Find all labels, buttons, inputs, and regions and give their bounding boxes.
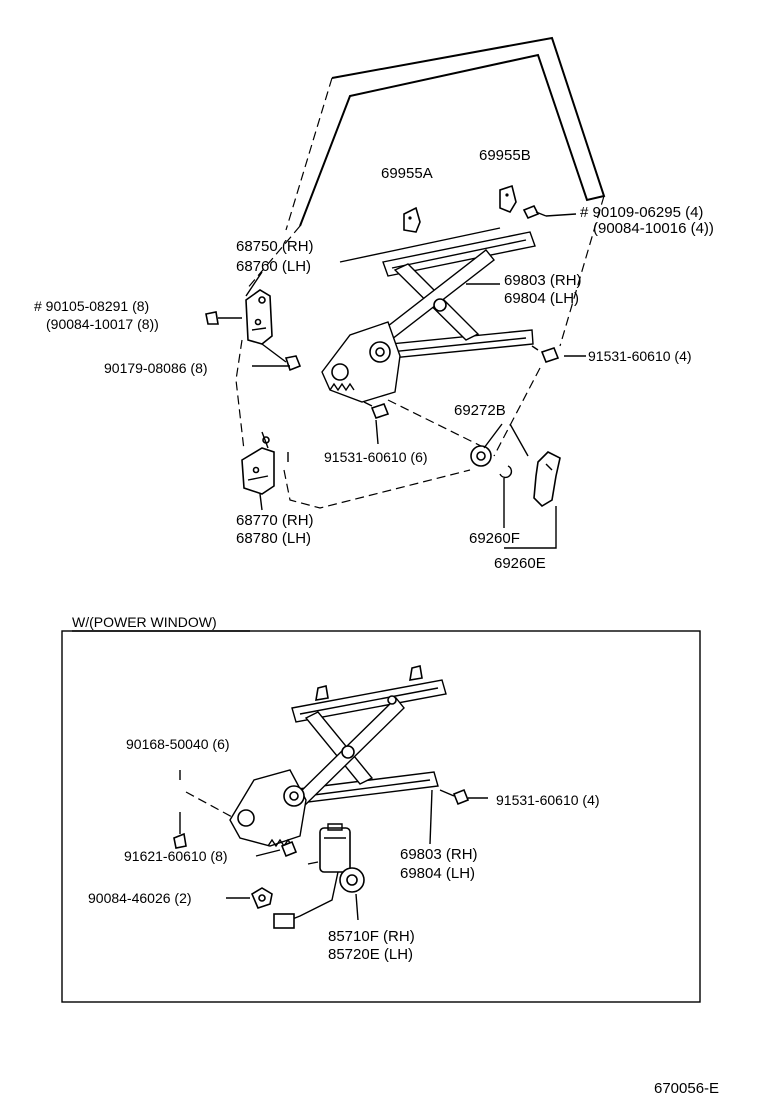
label-90084-46026: 90084-46026 (2) bbox=[88, 890, 192, 906]
screw-90168 bbox=[173, 812, 187, 849]
label-69803: 69803 (RH) bbox=[504, 272, 582, 289]
label-90168: 90168-50040 (6) bbox=[126, 736, 230, 752]
label-68760: 68760 (LH) bbox=[236, 258, 311, 275]
label-69804: 69804 (LH) bbox=[504, 290, 579, 307]
label-91531-power: 91531-60610 (4) bbox=[496, 792, 600, 808]
power-regulator-assembly bbox=[229, 665, 447, 848]
bolt-91531-power bbox=[439, 788, 470, 806]
glass-channel-bracket-a bbox=[403, 206, 421, 233]
label-91621: 91621-60610 (8) bbox=[124, 848, 228, 864]
run-channel-lower-bracket bbox=[241, 431, 275, 495]
label-69955A: 69955A bbox=[381, 165, 433, 182]
label-90109: # 90109-06295 (4) bbox=[580, 204, 703, 221]
label-85720E: 85720E (LH) bbox=[328, 946, 413, 963]
label-90105: # 90105-08291 (8) bbox=[34, 298, 149, 314]
diagram-code: 670056-E bbox=[654, 1080, 719, 1097]
power-guide-lines bbox=[179, 770, 488, 921]
window-regulator-handle bbox=[533, 451, 561, 508]
bolt-91621 bbox=[280, 840, 298, 858]
regulator-handle-plate bbox=[470, 445, 492, 467]
label-68780: 68780 (LH) bbox=[236, 530, 311, 547]
label-90084-10017: (90084-10017 (8)) bbox=[46, 316, 159, 332]
bolt-91531-upper bbox=[363, 401, 390, 419]
upper-part-labels: 69955A 69955B # 90109-06295 (4) (90084-1… bbox=[34, 147, 714, 572]
label-85710F: 85710F (RH) bbox=[328, 928, 415, 945]
label-68750: 68750 (RH) bbox=[236, 238, 314, 255]
window-regulator-assembly bbox=[321, 231, 536, 403]
label-69803-power: 69803 (RH) bbox=[400, 846, 478, 863]
power-window-box bbox=[61, 630, 701, 1003]
label-69260E: 69260E bbox=[494, 555, 546, 572]
bolt-90109 bbox=[522, 204, 577, 220]
label-91531-4: 91531-60610 (4) bbox=[588, 348, 692, 364]
label-90179: 90179-08086 (8) bbox=[104, 360, 208, 376]
label-90084-10016: (90084-10016 (4)) bbox=[593, 220, 714, 237]
label-68770: 68770 (RH) bbox=[236, 512, 314, 529]
label-91531-6: 91531-60610 (6) bbox=[324, 449, 428, 465]
power-window-motor bbox=[273, 823, 365, 929]
label-69260F: 69260F bbox=[469, 530, 520, 547]
bolt-91531-right bbox=[531, 345, 560, 363]
glass-channel-bracket-b bbox=[499, 184, 517, 213]
upper-leader-lines bbox=[245, 227, 586, 549]
label-69955B: 69955B bbox=[479, 147, 531, 164]
power-part-labels: 90168-50040 (6) 91531-60610 (4) 91621-60… bbox=[88, 736, 600, 963]
snap-ring bbox=[499, 465, 513, 479]
label-69804-power: 69804 (LH) bbox=[400, 865, 475, 882]
door-glass-outline bbox=[285, 36, 606, 231]
label-69272B: 69272B bbox=[454, 402, 506, 419]
clamp-90084-46026 bbox=[250, 887, 273, 909]
run-channel-upper-bracket bbox=[245, 289, 273, 345]
upper-guide-lines bbox=[235, 195, 605, 509]
bolt-90105 bbox=[205, 311, 242, 325]
power-window-title: W/(POWER WINDOW) bbox=[72, 614, 217, 630]
